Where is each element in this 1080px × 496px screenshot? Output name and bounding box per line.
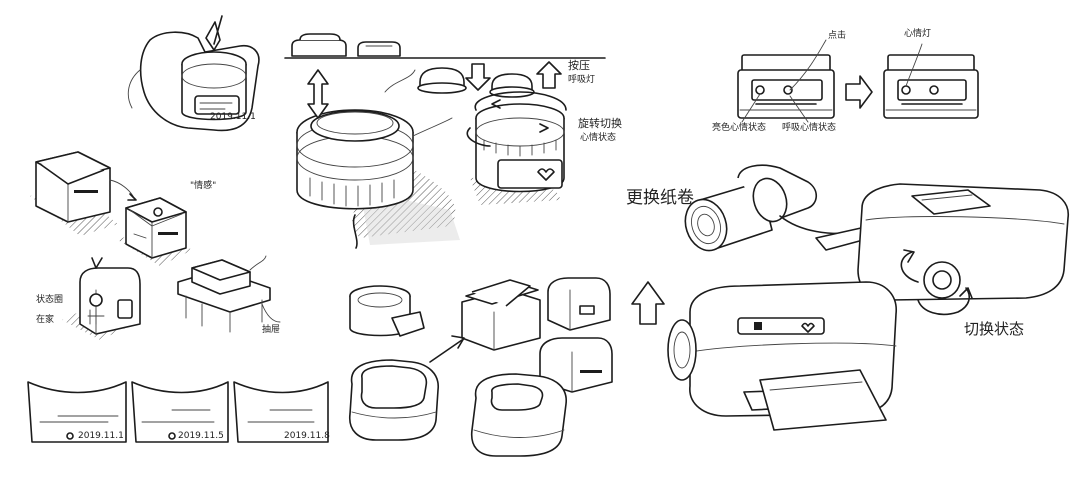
round-device-main-sketch — [296, 69, 460, 249]
table-device-sketch — [177, 255, 281, 333]
paper-roll-sketch — [684, 164, 879, 252]
printer-main-sketch — [631, 281, 897, 431]
receipt-cards-sketch — [27, 381, 329, 443]
transition-arrow — [845, 75, 873, 109]
button-profile-sketch — [284, 33, 606, 59]
front-view-diagram-right — [883, 43, 979, 119]
note-home: 在家 — [36, 315, 55, 325]
note-light-color: 亮色心情状态 — [712, 123, 767, 133]
note-mood-light: 心情灯 — [904, 29, 932, 39]
small-box-sketch — [118, 197, 192, 266]
hand-receipt-date: 2019.11.1 — [210, 112, 256, 122]
note-breath-state: 呼吸心情状态 — [782, 123, 837, 133]
hand-holding-device-sketch — [127, 15, 260, 132]
note-feeling: "情感" — [190, 181, 217, 191]
mini-devices-cluster-sketch — [349, 277, 613, 457]
note-breathe: 呼吸灯 — [568, 75, 596, 85]
status-device-sketch — [62, 257, 141, 340]
dome-buttons-sketch — [417, 61, 562, 98]
receipt-date-2: 2019.11.5 — [178, 431, 224, 441]
envelope-box-sketch — [30, 151, 137, 236]
note-rotate: 旋转切换 — [578, 117, 622, 130]
receipt-date-1: 2019.11.1 — [78, 431, 124, 441]
note-switch-state: 切换状态 — [964, 320, 1025, 338]
note-press: 按压 — [568, 59, 590, 72]
note-point: 点击 — [828, 31, 847, 41]
note-drawer: 抽屉 — [262, 325, 281, 335]
receipt-date-3: 2019.11.8 — [284, 431, 330, 441]
front-view-diagram-left — [737, 39, 835, 123]
note-status-light: 状态圈 — [36, 295, 64, 305]
note-swap-roll: 更换纸卷 — [626, 188, 694, 208]
note-mood-state: 心情状态 — [580, 133, 617, 143]
rotating-device-sketch — [466, 91, 567, 205]
